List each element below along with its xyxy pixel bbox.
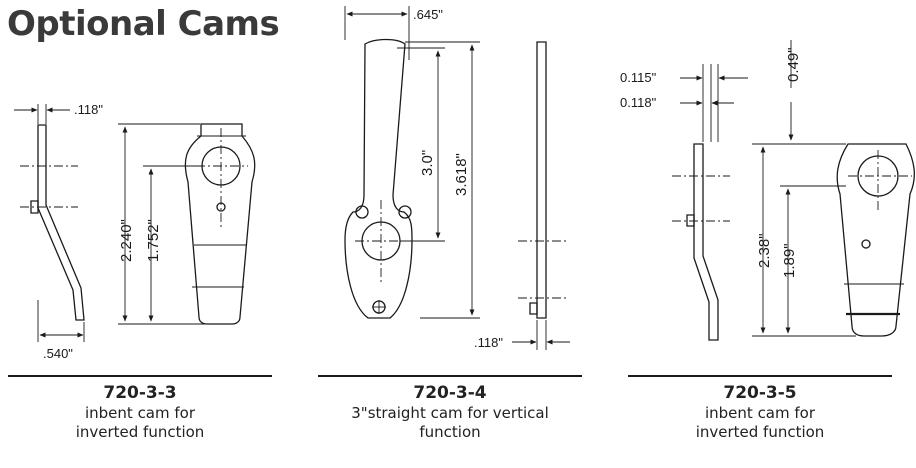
cam-720-3-4-thickness-label: .118" — [474, 335, 503, 350]
divider-cam-720-3-4 — [318, 375, 582, 377]
cam-720-3-3-thickness-label: .118" — [74, 102, 103, 117]
cam-720-3-4-width-label: .645" — [413, 7, 443, 22]
part-number: 720-3-5 — [723, 383, 797, 403]
divider-cam-720-3-5 — [628, 375, 892, 377]
description-line: inverted function — [75, 423, 205, 441]
part-number: 720-3-3 — [103, 383, 177, 403]
cam-720-3-3-side-profile — [37, 124, 85, 321]
description-line: function — [419, 423, 481, 441]
divider-cam-720-3-3 — [8, 375, 272, 377]
cam-720-3-5-thickness-a-label: 0.115" — [620, 70, 657, 85]
cam-720-3-3-hub — [30, 200, 39, 214]
description-line: inbent cam for — [704, 404, 816, 422]
cam-720-3-5-pin-hole — [861, 239, 871, 249]
description-line: inverted function — [695, 423, 825, 441]
cam-720-3-4-side-profile — [536, 41, 547, 319]
cam-720-3-5-hub — [686, 214, 695, 227]
cam-720-3-3-drawing — [14, 104, 256, 342]
cam-720-3-3-center-label: 1.752" — [145, 219, 162, 262]
description-line: inbent cam for — [84, 404, 196, 422]
cam-720-3-5-thickness-b-label: 0.118" — [620, 95, 657, 110]
caption-cam-720-3-4: 720-3-4 3"straight cam for vertical func… — [315, 382, 585, 442]
caption-cam-720-3-3: 720-3-3 inbent cam for inverted function — [5, 382, 275, 442]
cam-720-3-3-offset-label: .540" — [43, 346, 73, 361]
cam-720-3-4-notch-right — [398, 205, 412, 219]
cam-720-3-5-front-profile — [836, 143, 916, 337]
cam-720-3-3-overall-label: 2.240" — [118, 219, 135, 262]
page-title: Optional Cams — [7, 4, 280, 44]
caption-cam-720-3-5: 720-3-5 inbent cam for inverted function — [625, 382, 895, 442]
cam-720-3-4-hub — [529, 302, 538, 315]
cam-720-3-4-drawing — [344, 6, 570, 350]
cam-720-3-5-top-label: 0.49" — [785, 47, 802, 82]
cam-720-3-4-center-label: 3.0" — [419, 150, 436, 176]
cam-720-3-5-drawing — [672, 40, 916, 341]
cam-720-3-5-overall-label: 2.38" — [756, 233, 773, 268]
cam-720-3-5-side-profile — [693, 143, 719, 341]
description-line: 3"straight cam for vertical — [351, 404, 549, 422]
cam-720-3-4-front-profile — [344, 38, 413, 319]
part-number: 720-3-4 — [413, 383, 487, 403]
cam-720-3-4-notch-left — [355, 205, 369, 219]
cam-720-3-4-overall-label: 3.618" — [453, 153, 470, 196]
cam-720-3-3-front-profile — [184, 123, 256, 325]
cam-720-3-5-center-label: 1.89" — [781, 243, 798, 278]
